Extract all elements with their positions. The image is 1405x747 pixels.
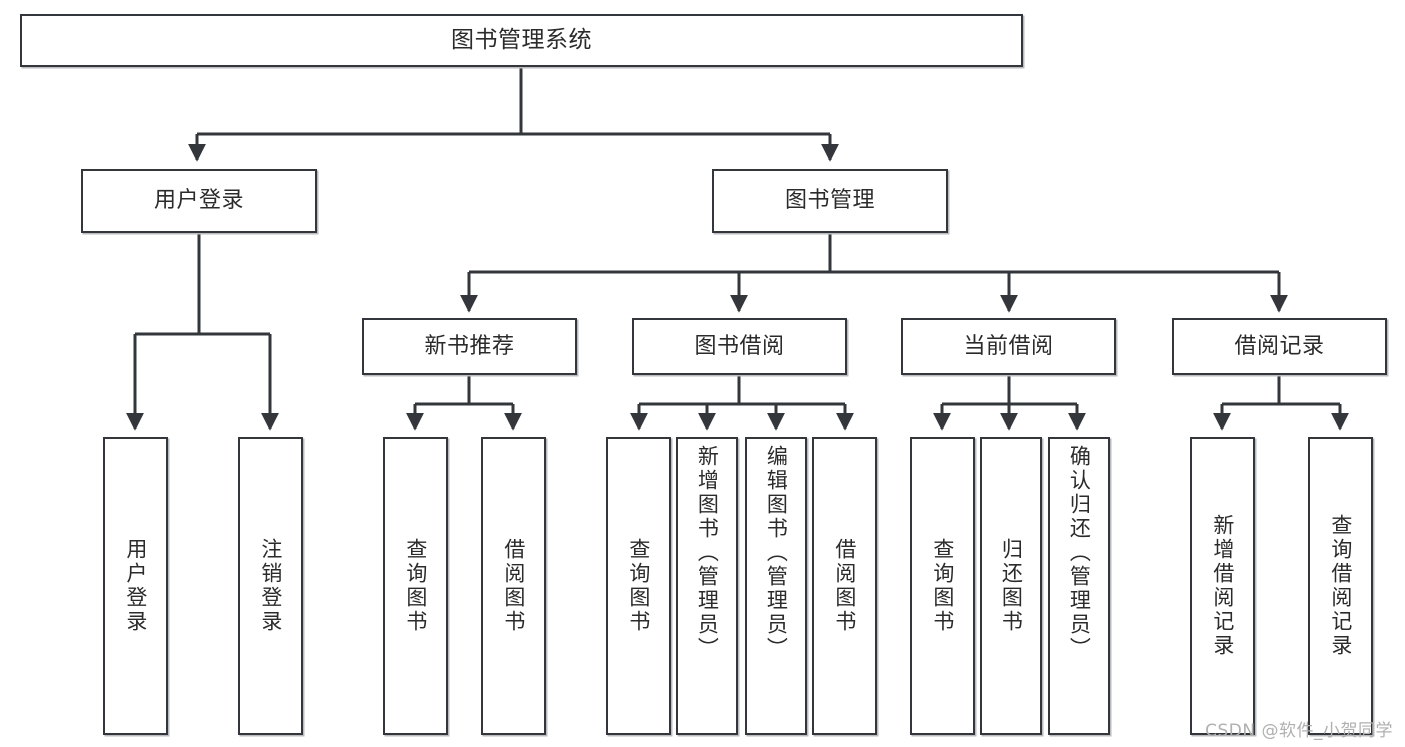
leaf-user-login[interactable]: 用户登录 [103,437,168,735]
leaf-confirm-return-admin[interactable]: 确认归还（管理员） [1048,437,1110,735]
leaf-return-book[interactable]: 归还图书 [980,437,1042,735]
leaf-borrow-book-recommend[interactable]: 借阅图书 [481,437,546,735]
node-label: 用户登录 [123,538,148,634]
node-book-management[interactable]: 图书管理 [712,169,948,233]
csdn-watermark: CSDN @软件_小贺同学 [1205,721,1393,741]
leaf-add-borrow-record[interactable]: 新增借阅记录 [1190,437,1255,735]
node-label: 新书推荐 [424,333,515,359]
node-label: 图书管理系统 [451,27,592,54]
node-root-system[interactable]: 图书管理系统 [20,14,1023,67]
node-user-login[interactable]: 用户登录 [81,169,317,233]
node-book-borrow[interactable]: 图书借阅 [632,318,847,375]
node-current-borrow[interactable]: 当前借阅 [901,318,1116,375]
node-label: 注销登录 [258,538,283,634]
node-label: 当前借阅 [963,333,1054,359]
node-label: 确认归还（管理员） [1067,445,1092,661]
node-borrow-record[interactable]: 借阅记录 [1172,318,1387,375]
node-label: 借阅记录 [1234,333,1325,359]
node-label: 查询图书 [626,538,651,634]
node-label: 新增借阅记录 [1210,514,1235,658]
leaf-logout[interactable]: 注销登录 [238,437,303,735]
node-label: 查询图书 [930,538,955,634]
node-label: 用户登录 [153,188,244,214]
leaf-edit-book-admin[interactable]: 编辑图书（管理员） [745,437,807,735]
node-label: 图书借阅 [694,333,785,359]
node-label: 归还图书 [999,538,1024,634]
node-label: 图书管理 [784,188,875,214]
node-label: 新增图书（管理员） [695,445,720,661]
node-label: 借阅图书 [501,538,526,634]
node-label: 查询借阅记录 [1328,514,1353,658]
node-label: 查询图书 [403,538,428,634]
node-label: 编辑图书（管理员） [764,445,789,661]
leaf-query-borrow-record[interactable]: 查询借阅记录 [1308,437,1373,735]
leaf-borrow-book[interactable]: 借阅图书 [812,437,877,735]
leaf-query-book-borrow[interactable]: 查询图书 [606,437,671,735]
leaf-query-book-recommend[interactable]: 查询图书 [383,437,448,735]
node-label: 借阅图书 [832,538,857,634]
leaf-add-book-admin[interactable]: 新增图书（管理员） [676,437,738,735]
leaf-query-book-current[interactable]: 查询图书 [910,437,975,735]
node-new-book-recommend[interactable]: 新书推荐 [362,318,577,375]
